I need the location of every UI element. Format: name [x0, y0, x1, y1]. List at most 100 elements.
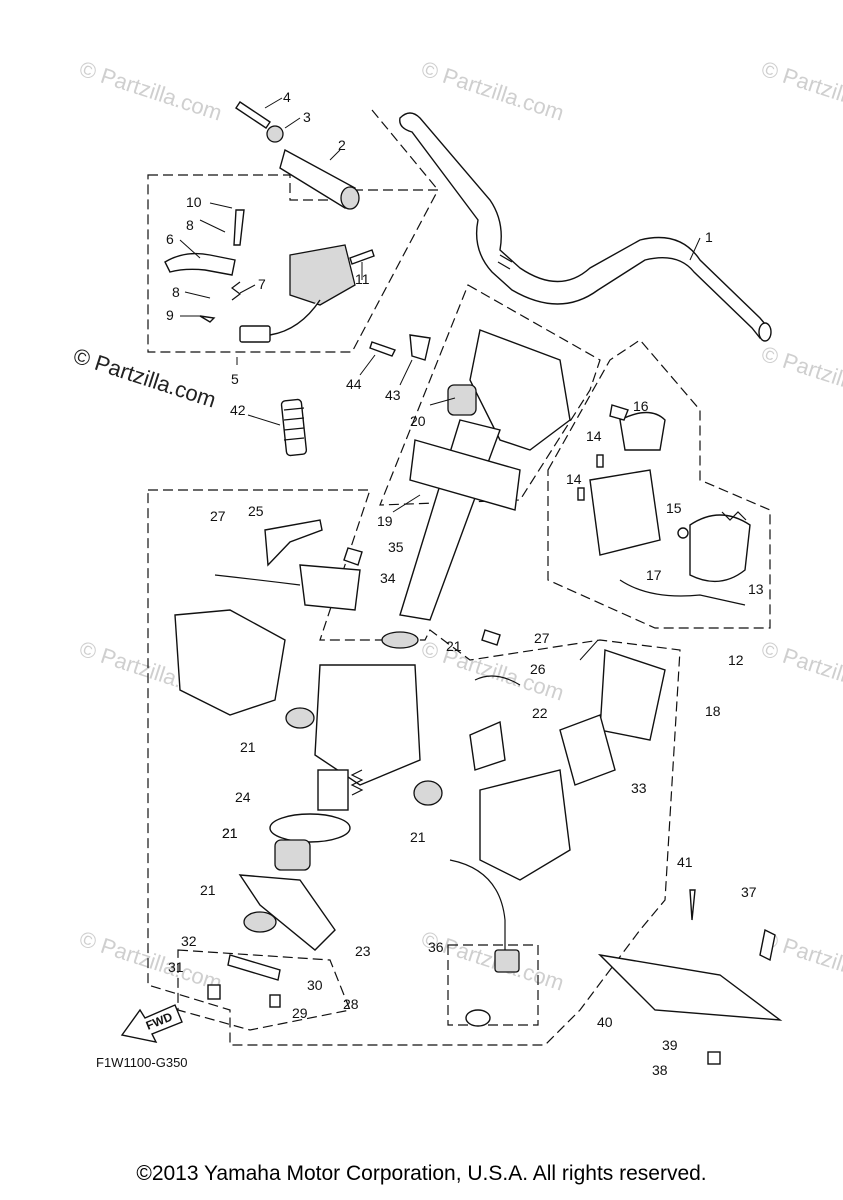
callout-15[interactable]: 15	[666, 500, 682, 516]
column-clamp	[409, 439, 521, 511]
callout-12[interactable]: 12	[728, 652, 744, 668]
callout-8a[interactable]: 8	[186, 217, 194, 233]
lever-clip	[199, 315, 216, 323]
callout-27a[interactable]: 27	[210, 508, 226, 524]
main-housing	[314, 664, 421, 786]
watermark-dark: © Partzilla.com	[70, 343, 219, 413]
callout-18[interactable]: 18	[705, 703, 721, 719]
bearing-bushing	[274, 839, 311, 871]
group-outlines	[147, 109, 771, 1046]
lever-assembly	[164, 209, 375, 343]
watermark: © Partzilla.com	[418, 926, 567, 996]
switch-spring-top	[609, 404, 629, 421]
group-outline-ecu	[447, 944, 539, 1026]
switch-cover	[689, 514, 751, 583]
callout-27b[interactable]: 27	[534, 630, 550, 646]
leader-lines	[179, 97, 701, 661]
callout-38[interactable]: 38	[652, 1062, 668, 1078]
ecu-screw	[759, 928, 776, 962]
callout-20[interactable]: 20	[410, 413, 426, 429]
callout-9[interactable]: 9	[166, 307, 174, 323]
callout-2[interactable]: 2	[338, 137, 346, 153]
fwd-arrow-icon	[120, 1004, 183, 1043]
callout-36[interactable]: 36	[428, 939, 444, 955]
group-outline-handlebar	[371, 109, 439, 191]
callout-4[interactable]: 4	[283, 89, 291, 105]
switch-cap	[619, 411, 666, 451]
lower-nut	[269, 994, 281, 1008]
seal-right	[413, 780, 443, 806]
callout-42[interactable]: 42	[230, 402, 246, 418]
callout-35[interactable]: 35	[388, 539, 404, 555]
grip	[279, 148, 356, 209]
lower-arm	[238, 874, 336, 951]
mount-pin	[689, 889, 696, 921]
callout-21b[interactable]: 21	[240, 739, 256, 755]
callout-21c[interactable]: 21	[410, 829, 426, 845]
column-bolt	[369, 341, 396, 357]
switch-unit	[299, 564, 361, 611]
callout-22[interactable]: 22	[532, 705, 548, 721]
callout-44[interactable]: 44	[346, 376, 362, 392]
seal-upper	[381, 631, 419, 649]
callout-37[interactable]: 37	[741, 884, 757, 900]
callout-1[interactable]: 1	[705, 229, 713, 245]
right-housing	[469, 720, 506, 771]
callout-6[interactable]: 6	[166, 231, 174, 247]
switch-unit-bolt	[343, 547, 363, 566]
group-outline-lever	[147, 174, 439, 353]
watermark: © Partzilla.com	[758, 56, 843, 126]
handlebar-part	[399, 112, 772, 342]
handlebar-tube	[399, 112, 771, 339]
switch-panel	[599, 649, 666, 741]
callout-39[interactable]: 39	[662, 1037, 678, 1053]
grip-cap	[266, 125, 284, 143]
callout-17[interactable]: 17	[646, 567, 662, 583]
callout-21f[interactable]: 21	[222, 825, 238, 841]
diagram-reference-code: F1W1100-G350	[96, 1055, 188, 1070]
mid-assembly	[174, 519, 571, 881]
callout-10[interactable]: 10	[186, 194, 202, 210]
column-link	[409, 334, 431, 361]
callout-43[interactable]: 43	[385, 387, 401, 403]
callout-5[interactable]: 5	[231, 371, 239, 387]
steering-column	[369, 329, 571, 621]
left-housing	[174, 609, 286, 716]
callout-3[interactable]: 3	[303, 109, 311, 125]
callout-32[interactable]: 32	[181, 933, 197, 949]
callout-24[interactable]: 24	[235, 789, 251, 805]
ecu-bracket	[597, 953, 783, 1021]
callout-21d[interactable]: 21	[222, 825, 238, 841]
callout-33[interactable]: 33	[631, 780, 647, 796]
callout-14a[interactable]: 14	[586, 428, 602, 444]
callout-7[interactable]: 7	[258, 276, 266, 292]
callout-16[interactable]: 16	[633, 398, 649, 414]
callout-28[interactable]: 28	[343, 996, 359, 1012]
column-bushing	[447, 384, 477, 416]
callout-19[interactable]: 19	[377, 513, 393, 529]
lower-shaft	[317, 769, 349, 811]
callout-29[interactable]: 29	[292, 1005, 308, 1021]
bracket-plate	[264, 519, 323, 567]
callout-34[interactable]: 34	[380, 570, 396, 586]
callout-40[interactable]: 40	[597, 1014, 613, 1030]
grip-part	[235, 101, 360, 210]
callout-26[interactable]: 26	[530, 661, 546, 677]
callout-25[interactable]: 25	[248, 503, 264, 519]
callout-14b[interactable]: 14	[566, 471, 582, 487]
lever-cable	[269, 299, 321, 336]
lever-housing	[289, 244, 356, 306]
right-bracket	[479, 769, 571, 881]
callout-41[interactable]: 41	[677, 854, 693, 870]
callout-21a[interactable]: 21	[446, 638, 462, 654]
callout-11[interactable]: 11	[355, 271, 370, 287]
switch-body	[589, 469, 661, 556]
callout-13[interactable]: 13	[748, 581, 764, 597]
callout-23[interactable]: 23	[355, 943, 371, 959]
callout-8b[interactable]: 8	[172, 284, 180, 300]
callout-21e[interactable]: 21	[200, 882, 216, 898]
seal-left	[285, 707, 315, 729]
callout-31[interactable]: 31	[168, 959, 184, 975]
ecu-wire	[449, 859, 506, 955]
callout-30[interactable]: 30	[307, 977, 323, 993]
